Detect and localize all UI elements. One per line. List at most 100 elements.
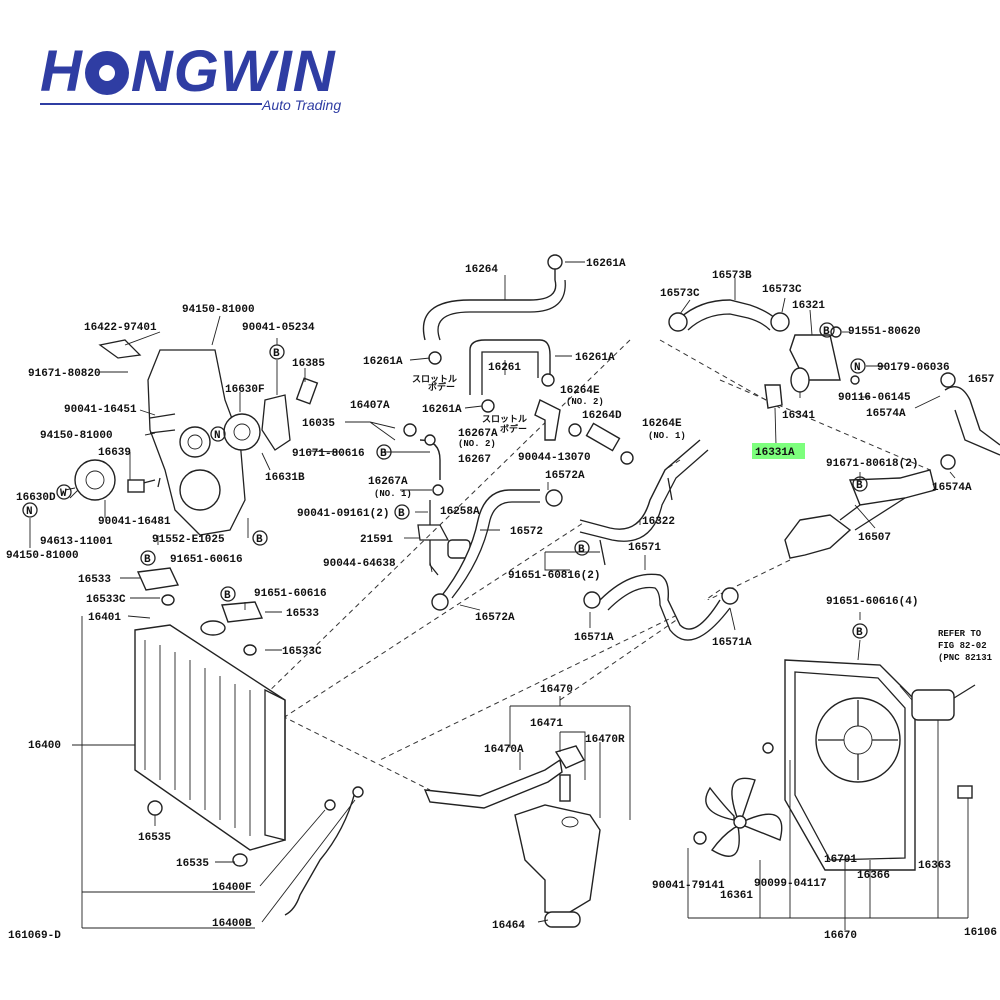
label-16573c-left: 16573C bbox=[660, 288, 700, 300]
svg-text:W: W bbox=[60, 488, 67, 500]
stud-94150 bbox=[149, 429, 176, 434]
fan-motor-lead bbox=[953, 684, 976, 699]
joint-16264e bbox=[534, 399, 561, 441]
label-16533-left: 16533 bbox=[78, 574, 111, 586]
label-jp-throttle-1: スロットル bbox=[412, 374, 457, 385]
label-91651-60816: 91651-60816(2) bbox=[508, 570, 600, 582]
label-16631b: 16631B bbox=[265, 472, 305, 484]
bracket-16533-right bbox=[221, 601, 264, 623]
svg-text:N: N bbox=[854, 362, 861, 374]
hose-16572-inner bbox=[451, 501, 540, 599]
pulley-small-hub bbox=[187, 434, 203, 450]
label-16331a: 16331A bbox=[755, 447, 795, 459]
label-16470r: 16470R bbox=[585, 734, 625, 746]
brand-logo-rest: NGWIN bbox=[130, 39, 336, 104]
drain-cock-16400f bbox=[324, 799, 336, 811]
label-16264e-1: 16264E bbox=[642, 418, 682, 430]
hose-16261 bbox=[469, 339, 551, 395]
label-16385: 16385 bbox=[292, 358, 325, 370]
drain-hose-16400b bbox=[284, 791, 356, 916]
sensor-16385 bbox=[295, 377, 319, 405]
label-no1-b: (NO. 1) bbox=[374, 489, 412, 499]
label-16571a-right: 16571A bbox=[712, 637, 752, 649]
pulley-16630f bbox=[223, 413, 261, 451]
hose-16264 bbox=[422, 268, 557, 341]
label-91671-80618: 91671-80618(2) bbox=[826, 458, 918, 470]
bracket-16422 bbox=[98, 339, 142, 359]
label-16341: 16341 bbox=[782, 410, 815, 422]
radiator-core bbox=[134, 624, 286, 851]
bracket-16631b bbox=[261, 394, 291, 451]
label-16639: 16639 bbox=[98, 447, 131, 459]
svg-text:B: B bbox=[856, 627, 863, 639]
hose-16571 bbox=[599, 573, 721, 630]
label-90041-09161: 90041-09161(2) bbox=[297, 508, 389, 520]
label-90041-79141: 90041-79141 bbox=[652, 880, 725, 892]
label-90099-04117: 90099-04117 bbox=[754, 878, 827, 890]
drain-plug bbox=[352, 786, 364, 798]
label-16321: 16321 bbox=[792, 300, 825, 312]
screw-90099 bbox=[762, 742, 774, 754]
label-16407a: 16407A bbox=[350, 400, 390, 412]
pulley-16630d-hub bbox=[85, 470, 105, 490]
label-94150-81000-bottom: 94150-81000 bbox=[6, 550, 79, 562]
bracket-16322 bbox=[599, 477, 673, 566]
label-16106: 16106 bbox=[964, 927, 997, 939]
pulley-16630d bbox=[74, 459, 116, 501]
fan-struts bbox=[818, 700, 898, 780]
clamp-16574a-upper bbox=[940, 372, 956, 388]
label-16670: 16670 bbox=[824, 930, 857, 942]
label-16261a-right: 16261A bbox=[575, 352, 615, 364]
label-highlight-16331a bbox=[752, 443, 805, 459]
hose-16267 bbox=[419, 439, 441, 480]
label-16571: 16571 bbox=[628, 542, 661, 554]
dash-line-5 bbox=[379, 559, 791, 761]
label-refer-1: REFER TO bbox=[938, 629, 982, 639]
marker-circles bbox=[22, 322, 868, 639]
label-16261a-left: 16261A bbox=[363, 356, 403, 368]
label-16464: 16464 bbox=[492, 920, 525, 932]
label-16630d: 16630D bbox=[16, 492, 56, 504]
hose-16571-inner bbox=[607, 586, 731, 641]
clamp-16573c-left bbox=[668, 312, 688, 332]
label-jp-body-2: ボデー bbox=[500, 423, 527, 435]
svg-text:B: B bbox=[398, 508, 405, 520]
reservoir-pipe-16471 bbox=[559, 774, 571, 802]
union-16407a bbox=[403, 423, 417, 437]
pipe-16507-lower bbox=[784, 514, 852, 559]
label-16035: 16035 bbox=[302, 418, 335, 430]
label-jp-body-1: ボデー bbox=[428, 381, 455, 393]
label-94613-11001: 94613-11001 bbox=[40, 536, 113, 548]
label-no2-a: (NO. 2) bbox=[566, 397, 604, 407]
svg-text:B: B bbox=[578, 544, 585, 556]
label-90041-16451: 90041-16451 bbox=[64, 404, 137, 416]
fan-shroud-inner bbox=[794, 671, 906, 861]
clamp-16571a-right bbox=[721, 587, 739, 605]
label-16470a: 16470A bbox=[484, 744, 524, 756]
svg-text:B: B bbox=[823, 326, 830, 338]
brand-tagline: Auto Trading bbox=[262, 97, 342, 113]
reservoir-filler bbox=[561, 816, 579, 828]
label-16361: 16361 bbox=[720, 890, 753, 902]
label-90044-64638: 90044-64638 bbox=[323, 558, 396, 570]
hose-16322-inner bbox=[579, 449, 709, 542]
pipe-21591 bbox=[429, 500, 439, 576]
radiator-fins bbox=[144, 640, 251, 836]
clamp-16572a-bottom bbox=[431, 593, 449, 611]
fan-motor-ring bbox=[815, 697, 901, 783]
clamp-16264e-2 bbox=[568, 423, 582, 437]
clamp-16261a-left bbox=[428, 351, 442, 365]
pulley-16630f-hub bbox=[233, 423, 251, 441]
svg-text:B: B bbox=[380, 448, 387, 460]
clamp-16573c-right bbox=[770, 312, 790, 332]
bolt-91551 bbox=[830, 326, 842, 338]
hose-16264d bbox=[585, 422, 621, 452]
label-161069-d: 161069-D bbox=[8, 930, 61, 942]
fan-blade-16361 bbox=[705, 777, 783, 857]
label-16470: 16470 bbox=[540, 684, 573, 696]
label-16322: 16322 bbox=[642, 516, 675, 528]
clamp-16264e-1 bbox=[620, 451, 634, 465]
hose-16261-inner bbox=[481, 351, 539, 395]
svg-text:N: N bbox=[26, 506, 33, 518]
